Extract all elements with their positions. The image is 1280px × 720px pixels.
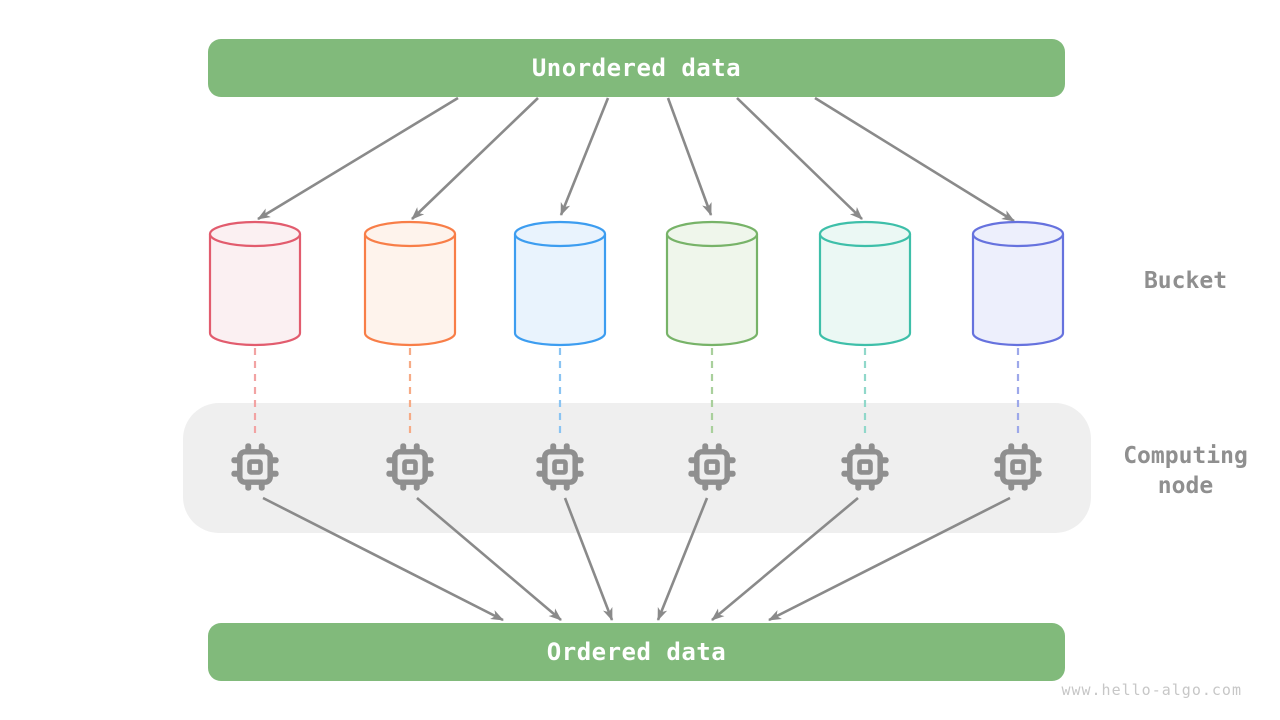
distribute-arrow-2	[411, 97, 539, 220]
watermark-url: www.hello-algo.com	[1061, 681, 1242, 699]
bucket-label: Bucket	[1143, 268, 1228, 294]
distribute-arrow-6	[814, 96, 1015, 223]
bucket-indigo	[971, 220, 1065, 347]
merge-arrow-3	[563, 497, 614, 621]
computing-node-container	[183, 403, 1091, 533]
bucket-teal	[818, 220, 912, 347]
cpu-chip-icon-4	[688, 443, 735, 490]
merge-arrow-4	[656, 497, 709, 621]
distribute-arrow-1	[257, 96, 459, 221]
unordered-data-banner: Unordered data	[208, 39, 1065, 97]
bucket-orange	[363, 220, 457, 347]
cpu-chip-icon-5	[841, 443, 888, 490]
distribute-arrow-3	[559, 97, 610, 216]
merge-arrow-5	[711, 497, 859, 621]
cpu-chip-icon-3	[536, 443, 583, 490]
cpu-chip-icon-1	[231, 443, 278, 490]
cpu-chip-icon-2	[386, 443, 433, 490]
computing-node-label: Computing node	[1123, 443, 1248, 499]
distribute-arrow-4	[666, 97, 713, 216]
cpu-chip-icon-6	[994, 443, 1041, 490]
ordered-data-banner: Ordered data	[208, 623, 1065, 681]
bucket-green	[665, 220, 759, 347]
merge-arrow-1	[262, 496, 504, 622]
bucket-red	[208, 220, 302, 347]
merge-arrow-2	[416, 497, 562, 621]
distribute-arrow-5	[736, 97, 863, 220]
bucket-blue	[513, 220, 607, 347]
merge-arrow-6	[768, 496, 1011, 622]
